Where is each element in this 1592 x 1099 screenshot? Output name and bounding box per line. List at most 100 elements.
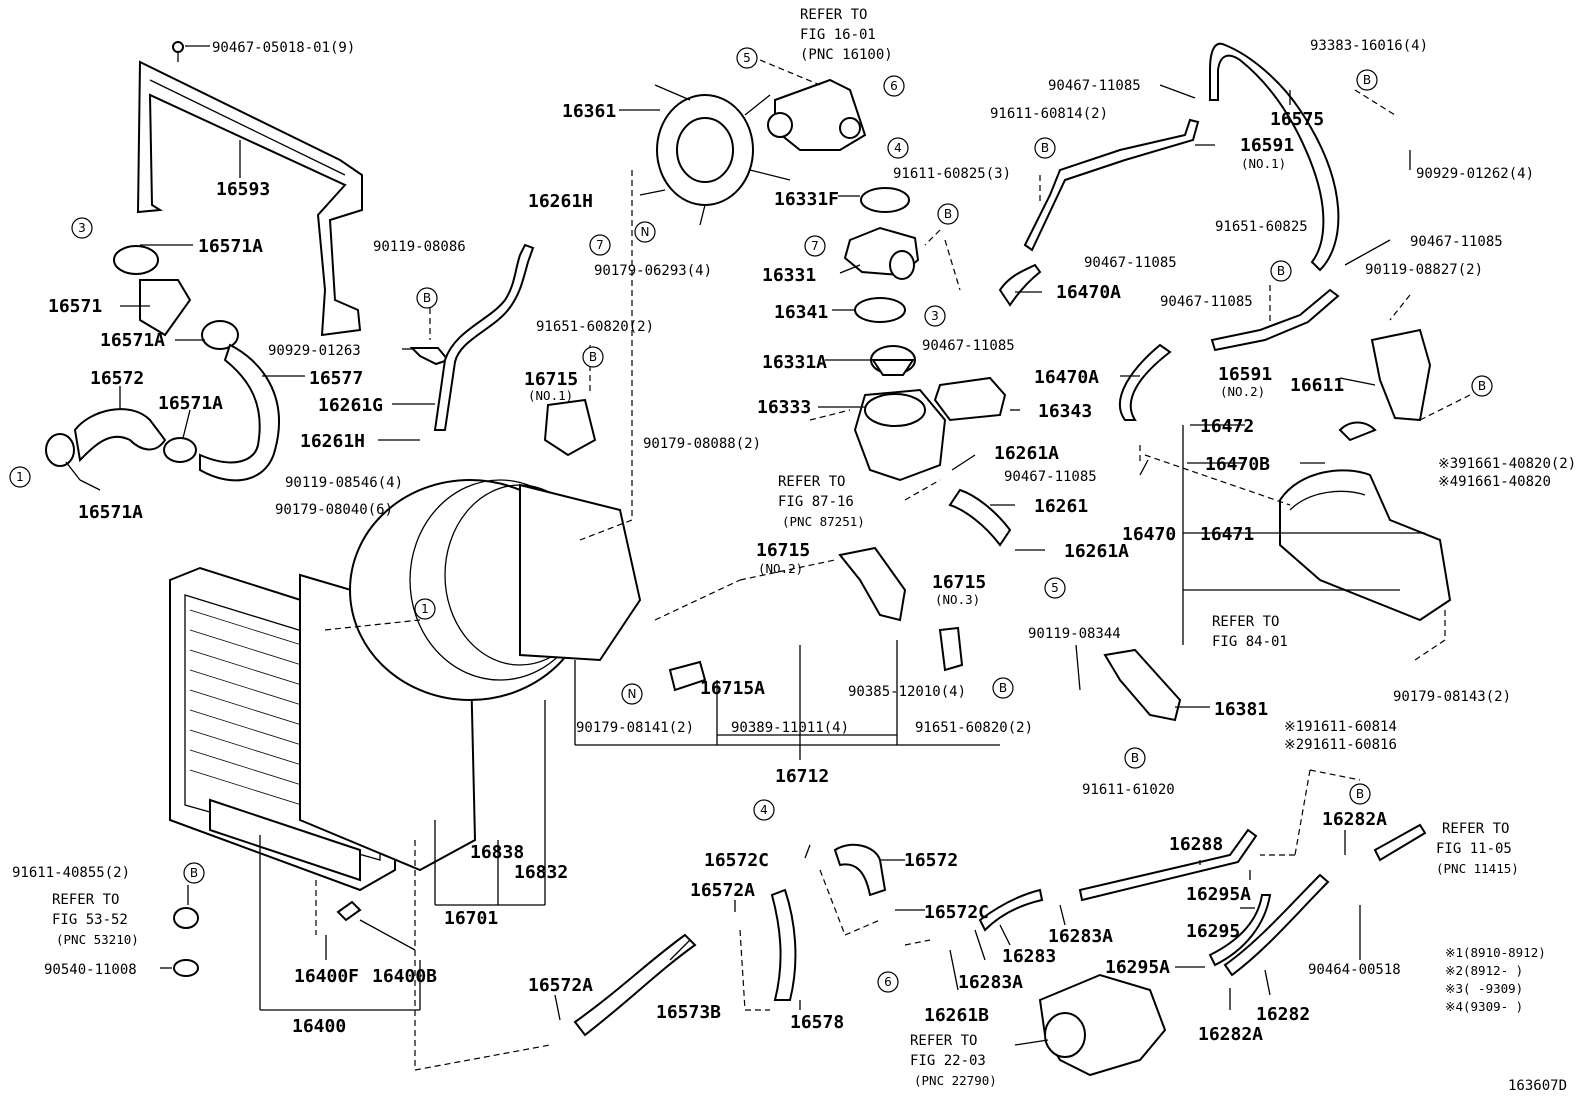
svg-text:B: B [1356,787,1364,801]
svg-text:4: 4 [894,141,902,155]
svg-text:16343: 16343 [1038,401,1092,422]
svg-text:7: 7 [811,239,819,253]
svg-text:16283: 16283 [1002,946,1056,967]
svg-text:16400F: 16400F [294,966,359,987]
svg-text:16715A: 16715A [700,678,765,699]
svg-text:16261B: 16261B [924,1005,989,1026]
hose-16578 [770,888,797,1001]
fan-16361 [639,84,791,226]
svg-text:(NO.3): (NO.3) [935,592,980,607]
svg-text:※1(8910-8912): ※1(8910-8912) [1445,945,1546,960]
svg-text:16715: 16715 [756,540,810,561]
svg-text:(PNC 53210): (PNC 53210) [56,932,139,947]
svg-text:16577: 16577 [309,368,363,389]
svg-text:90464-00518: 90464-00518 [1308,962,1401,978]
svg-text:16381: 16381 [1214,699,1268,720]
part-labels: 90467-05018-01(9) 16593 16571A 16571 165… [12,7,1576,1088]
svg-text:16472: 16472 [1200,416,1254,437]
svg-text:5: 5 [743,51,751,65]
svg-text:16470B: 16470B [1205,454,1270,475]
svg-text:16470A: 16470A [1034,367,1099,388]
svg-text:90179-06293(4): 90179-06293(4) [594,263,712,279]
svg-text:1: 1 [16,470,24,484]
svg-text:16573B: 16573B [656,1002,721,1023]
svg-text:(NO.1): (NO.1) [1241,156,1286,171]
svg-text:16261G: 16261G [318,395,383,416]
svg-text:93383-16016(4): 93383-16016(4) [1310,38,1428,54]
svg-text:16470: 16470 [1122,524,1176,545]
svg-text:90929-01263: 90929-01263 [268,343,361,359]
pipe-16591-no2 [1210,288,1340,352]
svg-text:16611: 16611 [1290,375,1344,396]
hose-16283 [978,888,1044,932]
svg-text:REFER TO: REFER TO [52,892,119,908]
svg-text:4: 4 [760,803,768,817]
svg-text:(PNC 16100): (PNC 16100) [800,47,893,63]
gasket-16343 [933,376,1007,422]
svg-text:B: B [1131,751,1139,765]
svg-text:16261H: 16261H [528,191,593,212]
svg-text:16261: 16261 [1034,496,1088,517]
svg-text:(PNC 22790): (PNC 22790) [914,1073,997,1088]
svg-text:FIG 16-01: FIG 16-01 [800,27,876,43]
water-outlet-16331 [843,226,920,280]
svg-text:16295A: 16295A [1105,957,1170,978]
hose-16472 [1338,421,1377,442]
svg-text:1: 1 [421,602,429,616]
water-pump [767,78,867,151]
svg-text:B: B [1277,264,1285,278]
svg-text:(PNC 11415): (PNC 11415) [1436,861,1519,876]
svg-text:90119-08344: 90119-08344 [1028,626,1121,642]
svg-text:B: B [1363,73,1371,87]
svg-text:(NO.1): (NO.1) [528,388,573,403]
svg-text:16571A: 16571A [198,236,263,257]
svg-text:16572A: 16572A [690,880,755,901]
svg-text:B: B [999,681,1007,695]
svg-text:16572: 16572 [90,368,144,389]
throttle-body-assy [1038,973,1167,1077]
svg-text:16295: 16295 [1186,921,1240,942]
svg-text:16283A: 16283A [958,972,1023,993]
svg-text:REFER TO: REFER TO [910,1033,977,1049]
svg-text:90467-11085: 90467-11085 [1160,294,1253,310]
svg-text:REFER TO: REFER TO [1442,821,1509,837]
svg-text:16572C: 16572C [924,902,989,923]
bracket-16611 [1370,328,1432,422]
svg-text:90179-08040(6): 90179-08040(6) [275,502,393,518]
svg-text:90179-08141(2): 90179-08141(2) [576,720,694,736]
gasket-16341 [854,297,906,323]
svg-text:16341: 16341 [774,302,828,323]
hose-16261 [948,488,1012,547]
svg-text:3: 3 [931,309,939,323]
diagram-id: 163607D [1508,1078,1567,1094]
svg-text:16261A: 16261A [1064,541,1129,562]
svg-text:(NO.2): (NO.2) [758,561,803,576]
hose-16261G [433,243,535,431]
b-markers: B B B B B B B B B B B [183,69,1493,884]
thermostat-16331A [870,345,916,376]
date-notes: ※1(8910-8912) ※2(8912- ) ※3( -9309) ※4(9… [1445,945,1546,1014]
hose-16295 [1208,894,1272,967]
hose-16573B [573,933,697,1037]
svg-text:FIG 53-52: FIG 53-52 [52,912,128,928]
svg-text:16288: 16288 [1169,834,1223,855]
hose-16571-group [113,245,239,350]
svg-text:91611-60814(2): 91611-60814(2) [990,106,1108,122]
svg-text:90179-08143(2): 90179-08143(2) [1393,689,1511,705]
bracket-16381 [1103,648,1182,722]
svg-text:90467-05018-01(9): 90467-05018-01(9) [212,40,355,56]
svg-text:16282A: 16282A [1198,1024,1263,1045]
bracket-16715-no1 [543,398,597,457]
svg-text:90467-11085: 90467-11085 [1410,234,1503,250]
svg-text:16572C: 16572C [704,850,769,871]
svg-text:90467-11085: 90467-11085 [1048,78,1141,94]
pipe-16288 [1078,828,1258,902]
svg-text:B: B [1041,141,1049,155]
svg-text:90929-01262(4): 90929-01262(4) [1416,166,1534,182]
svg-text:N: N [641,225,650,239]
cap-53210 [173,907,199,929]
svg-text:16838: 16838 [470,842,524,863]
hose-16282 [1223,873,1330,977]
